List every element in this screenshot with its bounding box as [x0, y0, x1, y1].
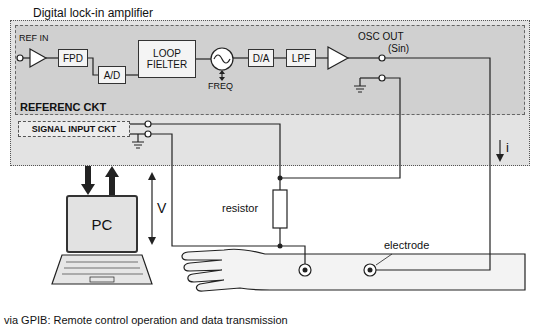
- touchpad: [90, 277, 114, 282]
- connector-line: [126, 75, 138, 76]
- input-terminal: [17, 55, 23, 61]
- wire: [23, 57, 30, 58]
- housing-title: Digital lock-in amplifier: [33, 6, 153, 20]
- leader-line: [376, 254, 392, 265]
- electrode-dot: [303, 268, 308, 273]
- computer-label: PC: [92, 216, 113, 233]
- wire: [233, 57, 248, 58]
- ground-symbol: [354, 78, 366, 92]
- connector-line: [88, 58, 98, 75]
- wire: [279, 228, 280, 246]
- arrow-shaft: [109, 176, 115, 195]
- electrode-symbol: [299, 264, 311, 276]
- label-box: OSC OUT: [358, 31, 404, 43]
- input-terminal: [145, 131, 151, 137]
- output-terminal: [379, 55, 385, 61]
- instrument-housing: Digital lock-in amplifierREFERENC CKTFPD…: [10, 20, 530, 166]
- voltage-arrow: [151, 178, 152, 239]
- electrode-dot: [368, 268, 373, 273]
- amplifier-shading: [10, 20, 530, 166]
- terminal-label: (Sin): [388, 43, 409, 54]
- wire: [46, 57, 58, 58]
- wire: [360, 77, 379, 78]
- circuit-block: SIGNAL INPUT CKT: [18, 121, 130, 137]
- current-arrow: [499, 140, 500, 156]
- arrow-head: [496, 154, 504, 162]
- sine-wave: [214, 55, 230, 63]
- data-transfer-arrow: [81, 166, 95, 195]
- output-terminal: [379, 75, 385, 81]
- label-box: i: [506, 141, 509, 156]
- arrow-head: [148, 172, 156, 180]
- computer-screen: PC: [66, 195, 138, 253]
- wire: [88, 58, 98, 75]
- label-box: FREQ: [208, 81, 233, 91]
- arrow-head: [148, 237, 156, 245]
- label-box: electrode: [384, 239, 429, 252]
- electrode-symbol: [364, 264, 376, 276]
- wire: [316, 57, 328, 58]
- arrow-head: [219, 70, 225, 74]
- oscillator-symbol: [211, 48, 233, 70]
- label-box: resistor: [222, 202, 258, 215]
- process-box: FPD: [58, 49, 88, 67]
- process-box: LOOP FIELTER: [138, 40, 196, 78]
- note-text: via GPIB: Remote control operation and d…: [4, 314, 288, 326]
- arrow-shaft: [85, 166, 91, 185]
- block-title: SIGNAL INPUT CKT: [32, 124, 116, 134]
- wire: [130, 123, 145, 124]
- box-label: LOOP FIELTER: [142, 48, 192, 70]
- arrow-head: [105, 166, 119, 177]
- amplifier-symbol: [328, 47, 348, 69]
- terminal-label: REF IN: [19, 33, 49, 43]
- wire: [151, 134, 305, 264]
- connector-line: [274, 58, 286, 59]
- box-label: A/D: [104, 70, 121, 81]
- junction-dot: [278, 176, 283, 181]
- process-box: D/A: [248, 49, 274, 67]
- wire: [196, 58, 211, 59]
- process-box: LPF: [286, 49, 316, 67]
- wire: [126, 74, 138, 75]
- signal-name: i: [506, 140, 509, 155]
- wire: [274, 57, 286, 58]
- reference-shading: [15, 25, 525, 115]
- process-box: A/D: [98, 66, 126, 84]
- box-label: LPF: [292, 53, 310, 64]
- input-terminal: [145, 121, 151, 127]
- part-name: electrode: [384, 239, 429, 251]
- label-box: (Sin): [388, 43, 409, 55]
- data-transfer-arrow: [105, 166, 119, 195]
- amplifier-symbol: [30, 49, 46, 67]
- wire: [280, 78, 400, 178]
- label-box: via GPIB: Remote control operation and d…: [4, 314, 288, 327]
- box-label: D/A: [253, 53, 270, 64]
- box-label: FPD: [63, 53, 83, 64]
- label-box: REF IN: [19, 33, 49, 43]
- label-box: V: [157, 200, 166, 216]
- part-name: resistor: [222, 202, 258, 214]
- arrow-head: [81, 184, 95, 195]
- control-label: FREQ: [208, 81, 233, 91]
- laptop-base: [52, 255, 152, 284]
- wire: [348, 57, 379, 58]
- wire: [376, 58, 490, 270]
- ground-symbol: [132, 134, 144, 148]
- resistor-symbol: [273, 190, 287, 228]
- arrow-head: [219, 77, 225, 81]
- block-title: REFERENC CKT: [20, 101, 106, 113]
- circuit-block: REFERENC CKT FPD A/D LOOP FIELTER D/A LPF: [15, 25, 525, 115]
- keyboard-lines: [62, 262, 143, 274]
- terminal-label: OSC OUT: [358, 31, 404, 42]
- signal-name: V: [157, 200, 166, 216]
- junction-dot: [278, 244, 283, 249]
